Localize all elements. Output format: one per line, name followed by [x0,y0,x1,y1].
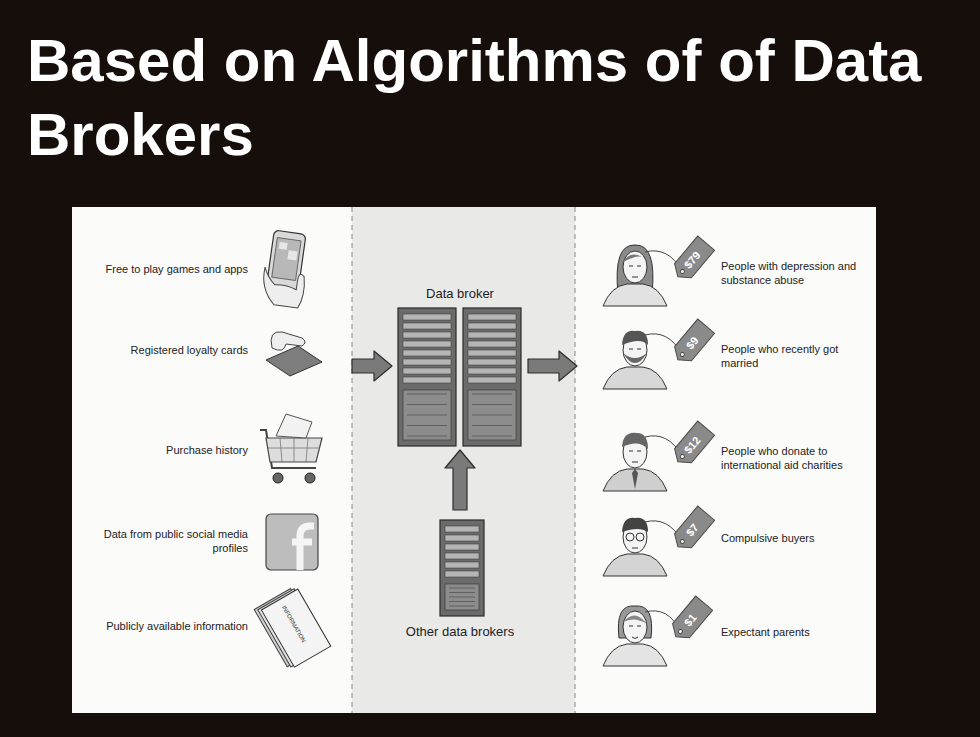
title: Based on Algorithms of of Data Brokers [27,24,957,172]
item-label: Expectant parents [721,625,871,639]
source-band: Free to play games and appsRegistered lo… [72,207,352,713]
item-label: People with depression and substance abu… [721,259,871,287]
person-figure [603,518,667,576]
person-figure [603,606,667,666]
divider [575,207,576,713]
price-tag [667,236,714,644]
block-arrow [352,351,392,381]
server-rack [398,308,456,446]
item-label: People who donate to international aid c… [721,444,871,472]
item-label: Compulsive buyers [721,531,871,545]
cart-icon [260,414,322,483]
item-label: Purchase history [96,443,248,457]
server-rack [463,308,521,446]
item-label: Registered loyalty cards [96,343,248,357]
other-data-brokers: Other data brokers [385,510,535,650]
person-figure [603,433,667,491]
item-label: Publicly available information [96,619,248,633]
item-label: People who recently got married [721,342,871,370]
papers-icon [254,586,331,671]
profile-band: People with depression and substance abu… [577,207,876,713]
node-title: Other data brokers [385,624,535,640]
divider [352,207,353,713]
middle-band [352,207,575,713]
node-title: Data broker [392,286,528,302]
server-racks [398,308,521,616]
card-icon [266,332,322,376]
block-arrow [528,351,577,381]
item-label: Data from public social media profiles [96,527,248,555]
person-figure [603,331,667,389]
person-figure [603,245,667,306]
panel [72,207,876,713]
server-rack [440,520,484,616]
phone-icon [260,229,312,308]
item-label: Free to play games and apps [96,262,248,276]
social-media-icon [266,514,318,570]
data-broker: Data broker [392,282,528,450]
tag-string [645,251,682,631]
block-arrow [445,450,475,510]
